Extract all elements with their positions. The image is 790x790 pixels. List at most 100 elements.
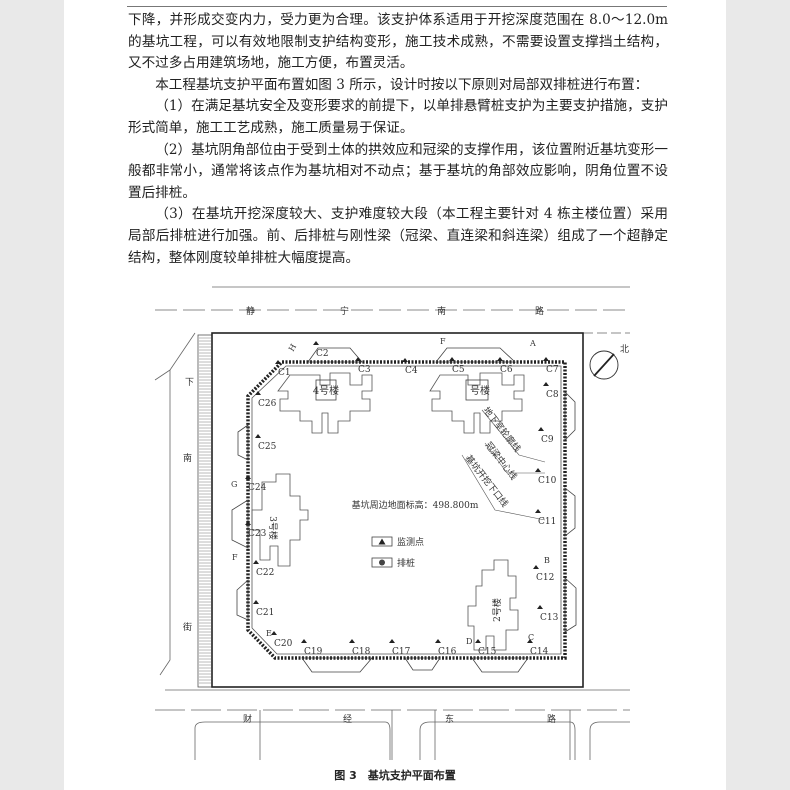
monitor-point-label: C2 xyxy=(316,349,329,359)
monitor-triangle-icon xyxy=(301,639,307,643)
building-3-label: 3号楼 xyxy=(267,516,279,540)
legend-monitor-label: 监测点 xyxy=(397,536,424,548)
section-mark: C xyxy=(528,633,534,642)
elevation-note: 基坑周边地面标高：498.800m xyxy=(352,499,479,511)
monitor-triangle-icon xyxy=(255,434,261,438)
monitor-triangle-icon xyxy=(538,427,544,431)
legend-monitor-box xyxy=(371,536,393,547)
retaining-wall-hatch xyxy=(197,334,213,688)
paragraph: 本工程基坑支护平面布置如图 3 所示，设计时按以下原则对局部双排桩进行布置： xyxy=(155,76,649,93)
road-bottom-char: 财 xyxy=(243,713,252,725)
building-1-label: 号楼 xyxy=(470,384,490,397)
road-top-char: 静 xyxy=(246,305,255,317)
paragraph: （2）基坑阴角部位由于受到土体的拱效应和冠梁的支撑作用，该位置附近基坑变形一般都… xyxy=(128,141,668,201)
monitor-triangle-icon xyxy=(275,360,281,364)
leader-lines xyxy=(461,409,546,521)
circle-icon xyxy=(379,559,385,566)
section-mark: H xyxy=(287,342,298,353)
monitor-triangle-icon xyxy=(435,639,441,643)
monitor-point-label: C22 xyxy=(256,568,274,578)
monitor-point-label: C6 xyxy=(500,365,513,375)
section-mark: E xyxy=(266,629,272,638)
monitor-triangle-icon xyxy=(255,391,261,395)
monitor-triangle-icon xyxy=(313,341,319,345)
road-left-char: 南 xyxy=(183,452,192,464)
monitor-triangle-icon xyxy=(253,600,259,604)
triangle-icon xyxy=(378,538,386,545)
section-mark: G xyxy=(231,480,237,489)
monitor-point-label: C10 xyxy=(538,476,557,486)
road-bottom-char: 东 xyxy=(445,713,454,725)
monitor-triangle-icon xyxy=(533,565,539,569)
monitor-triangle-icon xyxy=(543,357,549,361)
building-outlines xyxy=(251,372,525,651)
paragraph: （1）在满足基坑安全及变形要求的前提下，以单排悬臂桩支护为主要支护措施，支护形式… xyxy=(128,98,668,136)
legend-pile-box xyxy=(371,557,393,568)
section-mark: B xyxy=(544,556,550,565)
site-boundary xyxy=(211,332,584,688)
monitor-point-label: C21 xyxy=(256,608,274,618)
north-label: 北 xyxy=(620,344,629,355)
north-arrow-icon xyxy=(589,350,619,380)
monitor-triangle-icon xyxy=(535,509,541,513)
pit-outline xyxy=(246,360,567,660)
paragraph: 下降，并形成交变内力，受力更为合理。该支护体系适用于开挖深度范围在 8.0～12… xyxy=(128,12,668,72)
monitor-point-label: C3 xyxy=(358,365,371,375)
monitor-point-label: C16 xyxy=(438,647,457,657)
section-mark: F xyxy=(440,337,446,346)
road-top-char: 南 xyxy=(437,305,446,317)
road-left-char: 下 xyxy=(185,378,194,388)
monitor-point-label: C24 xyxy=(248,483,267,493)
monitor-triangle-icon xyxy=(535,468,541,472)
monitor-point-label: C23 xyxy=(248,529,267,539)
monitor-point-label: C1 xyxy=(278,368,291,378)
building-2-label: 2号楼 xyxy=(491,598,503,622)
monitor-triangle-icon xyxy=(253,560,259,564)
monitor-point-label: C20 xyxy=(274,639,293,649)
monitor-point-label: C13 xyxy=(540,613,559,623)
monitor-point-label: C26 xyxy=(258,399,277,409)
monitor-point-label: C17 xyxy=(392,647,411,657)
monitor-triangle-icon xyxy=(537,605,543,609)
monitor-triangle-icon xyxy=(475,639,481,643)
monitor-point-label: C8 xyxy=(546,390,559,400)
monitor-point-label: C25 xyxy=(258,442,277,452)
monitor-triangle-icon xyxy=(355,357,361,361)
monitor-point-label: C15 xyxy=(478,647,497,657)
road-bottom-char: 路 xyxy=(547,713,556,725)
road-lines xyxy=(154,286,630,760)
monitor-triangle-icon xyxy=(402,358,408,362)
monitor-point-label: C4 xyxy=(405,366,418,376)
monitor-point-label: C5 xyxy=(452,365,465,375)
section-mark: D xyxy=(466,637,472,646)
legend-pile-label: 排桩 xyxy=(397,557,415,569)
monitor-triangle-icon xyxy=(449,357,455,361)
monitor-point-label: C7 xyxy=(546,365,559,375)
body-text: 下降，并形成交变内力，受力更为合理。该支护体系适用于开挖深度范围在 8.0～12… xyxy=(128,10,668,269)
road-left-char: 街 xyxy=(183,621,192,633)
road-bottom-char: 经 xyxy=(343,713,352,725)
road-top-char: 宁 xyxy=(340,305,349,317)
monitor-point-label: C9 xyxy=(541,435,554,445)
figure-caption: 图 3 基坑支护平面布置 xyxy=(334,769,456,782)
monitor-triangle-icon xyxy=(543,382,549,386)
monitor-triangle-icon xyxy=(245,521,251,525)
monitor-triangle-icon xyxy=(349,639,355,643)
monitor-point-label: C19 xyxy=(304,647,323,657)
monitor-point-label: C14 xyxy=(530,647,549,657)
monitor-point-label: C18 xyxy=(352,647,371,657)
double-row-piles xyxy=(231,347,577,673)
monitor-triangle-icon xyxy=(389,639,395,643)
monitor-triangle-icon xyxy=(497,357,503,361)
section-mark: A xyxy=(529,339,536,348)
building-4-label: 4号楼 xyxy=(313,384,339,397)
paragraph: （3）在基坑开挖深度较大、支护难度较大段（本工程主要针对 4 栋主楼位置）采用局… xyxy=(128,206,668,266)
monitor-triangle-icon xyxy=(527,639,533,643)
crown-beam-line xyxy=(251,365,562,655)
monitor-triangle-icon xyxy=(271,631,277,635)
monitor-triangle-icon xyxy=(245,475,251,479)
monitor-point-label: C11 xyxy=(538,517,556,527)
section-mark: F xyxy=(232,553,238,562)
